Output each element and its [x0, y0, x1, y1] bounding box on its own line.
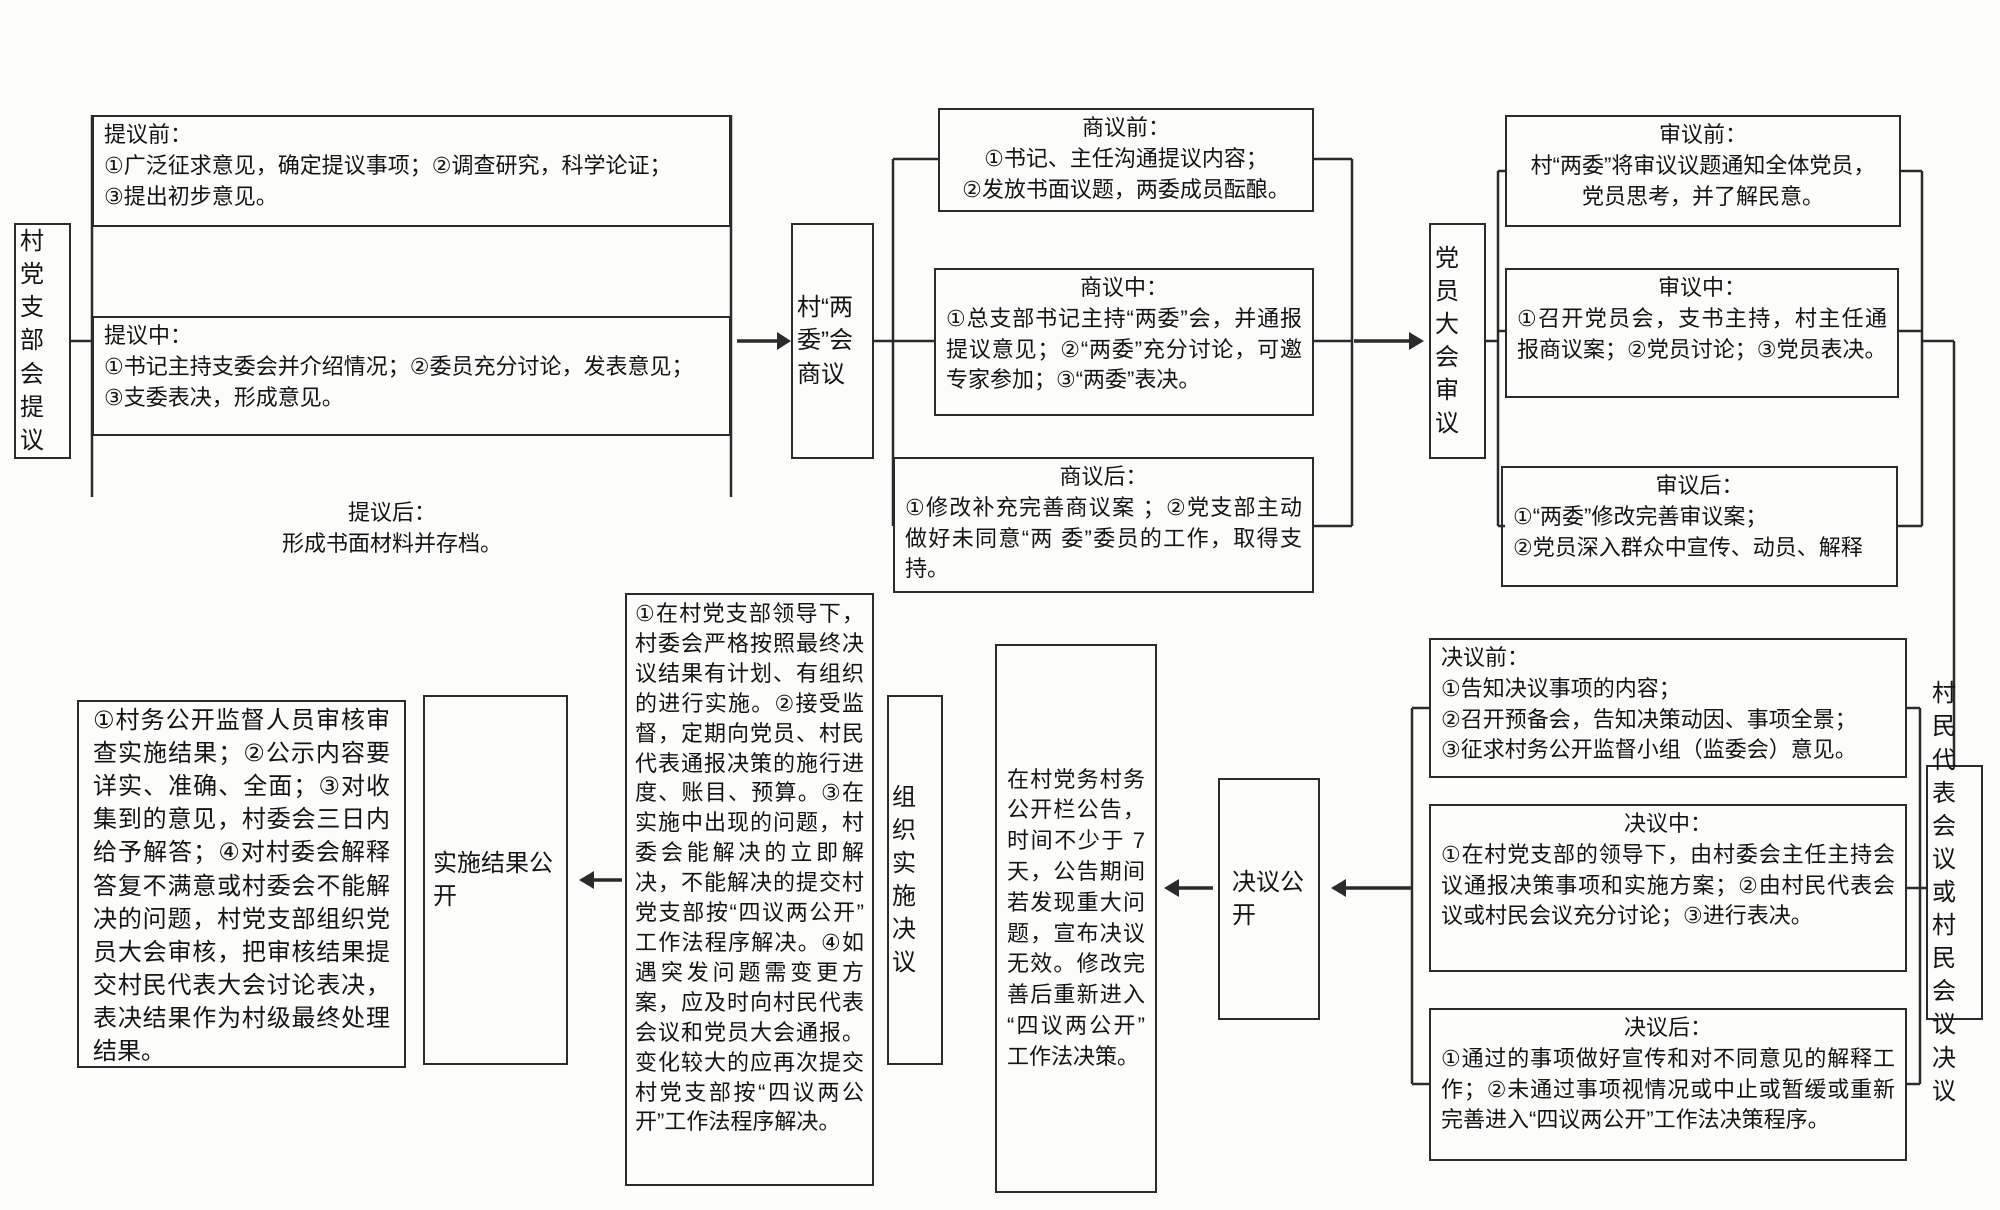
deliberation-during-box: 商议中： ①总支部书记主持“两委”会，并通报提议意见；②“两委”充分讨论，可邀专… — [934, 268, 1314, 416]
box-title: 决议后： — [1623, 1015, 1712, 1040]
box-title: 审议后： — [1655, 473, 1744, 498]
resolution-during-box: 决议中： ①在村党支部的领导下，由村委会主任主持会议通报决策事项和实施方案；②由… — [1429, 804, 1907, 972]
box-line: ②发放书面议题，两委成员酝酿。 — [962, 176, 1290, 202]
stage-disclosure-label: 决议公开 — [1232, 868, 1304, 929]
stage-proposal-label: 村党支部会提议 — [20, 228, 44, 454]
deliberation-after-box: 商议后： ①修改补充完善商议案 ；②党支部主动做好未同意“两 委”委员的工作，取… — [893, 457, 1314, 593]
box-title: 审议中： — [1657, 275, 1746, 300]
stage-implementation-label-box: 组织实施决议 — [887, 695, 943, 1065]
proposal-after-note: 提议后： 形成书面材料并存档。 — [92, 495, 692, 571]
review-before-box: 审议前： 村“两委”将审议议题通知全体党员， 党员思考，并了解民意。 — [1505, 115, 1901, 227]
stage-review-label: 党员大会审议 — [1435, 244, 1459, 438]
box-title: 商议后： — [1059, 464, 1148, 489]
box-body: ①召开党员会，支书主持，村主任通报商议案；②党员讨论；③党员表决。 — [1517, 305, 1887, 362]
stage-deliberation-label-box: 村“两委”会商议 — [791, 223, 874, 459]
stage-result-disclosure-label-box: 实施结果公开 — [423, 695, 568, 1065]
disclosure-notice-box: 在村党务村务公开栏公告，时间不少于 7 天，公告期间若发现重大问题，宣布决议无效… — [995, 644, 1157, 1193]
stage-implementation-label: 组织实施决议 — [892, 783, 916, 977]
deliberation-before-box: 商议前： ①书记、主任沟通提议内容； ②发放书面议题，两委成员酝酿。 — [938, 108, 1314, 212]
box-line: 形成书面材料并存档。 — [281, 530, 502, 556]
box-line: ①告知决议事项的内容； — [1441, 675, 1681, 701]
box-title: 商议前： — [1081, 115, 1170, 140]
stage-result-disclosure-label: 实施结果公开 — [433, 849, 553, 910]
box-line: ①书记主持支委会并介绍情况；②委员充分讨论，发表意见； — [104, 353, 694, 379]
box-title: 商议中： — [1079, 275, 1168, 300]
stage-review-label-box: 党员大会审议 — [1429, 223, 1486, 459]
bracket-lines — [70, 115, 1956, 1086]
stage-deliberation-label: 村“两委”会商议 — [797, 294, 853, 388]
stage-resolution-label-box: 村民代表会议或村民会议决议 — [1926, 680, 1983, 1105]
box-title: 审议前： — [1658, 122, 1747, 147]
box-line: ③支委表决，形成意见。 — [104, 384, 344, 410]
review-during-box: 审议中： ①召开党员会，支书主持，村主任通报商议案；②党员讨论；③党员表决。 — [1505, 268, 1899, 398]
box-line: 村“两委”将审议议题通知全体党员， — [1530, 152, 1876, 178]
box-title: 决议前： — [1441, 645, 1530, 670]
box-body: ①在村党支部领导下，村委会严格按照最终决议结果有计划、有组织的进行实施。②接受监… — [635, 601, 864, 1135]
arrow-right-icon — [737, 332, 1424, 350]
review-after-box: 审议后： ①“两委”修改完善审议案； ②党员深入群众中宣传、动员、解释 — [1501, 466, 1898, 587]
box-title: 提议中： — [104, 323, 193, 348]
box-line: ①广泛征求意见，确定提议事项；②调查研究，科学论证； — [104, 152, 672, 178]
resolution-before-box: 决议前： ①告知决议事项的内容； ②召开预备会，告知决策动因、事项全景； ③征求… — [1429, 638, 1907, 778]
proposal-before-box: 提议前： ①广泛征求意见，确定提议事项；②调查研究，科学论证； ③提出初步意见。 — [92, 115, 731, 227]
arrow-left-icon — [579, 871, 1412, 897]
stage-disclosure-label-box: 决议公开 — [1218, 778, 1320, 1020]
box-body: ①通过的事项做好宣传和对不同意见的解释工作；②未通过事项视情况或中止或暂缓或重新… — [1441, 1045, 1895, 1133]
resolution-after-box: 决议后： ①通过的事项做好宣传和对不同意见的解释工作；②未通过事项视情况或中止或… — [1429, 1008, 1907, 1161]
box-title: 决议中： — [1623, 811, 1712, 836]
box-title: 提议后： — [347, 500, 436, 525]
box-line: ②召开预备会，告知决策动因、事项全景； — [1441, 706, 1857, 732]
result-review-box: ①村务公开监督人员审核审查实施结果；②公示内容要详实、准确、全面；③对收集到的意… — [77, 700, 406, 1068]
box-body: 在村党务村务公开栏公告，时间不少于 7 天，公告期间若发现重大问题，宣布决议无效… — [1007, 766, 1145, 1069]
box-line: 党员思考，并了解民意。 — [1581, 183, 1824, 209]
box-body: ①在村党支部的领导下，由村委会主任主持会议通报决策事项和实施方案；②由村民代表会… — [1441, 841, 1895, 929]
box-body: ①总支部书记主持“两委”会，并通报提议意见；②“两委”充分讨论，可邀专家参加；③… — [946, 305, 1302, 393]
box-body: ①修改补充完善商议案 ；②党支部主动做好未同意“两 委”委员的工作，取得支持。 — [905, 494, 1302, 582]
box-line: ②党员深入群众中宣传、动员、解释 — [1513, 534, 1863, 560]
box-line: ③征求村务公开监督小组（监委会）意见。 — [1441, 737, 1857, 763]
box-line: ①书记、主任沟通提议内容； — [984, 145, 1268, 171]
box-line: ③提出初步意见。 — [104, 183, 278, 209]
proposal-during-box: 提议中： ①书记主持支委会并介绍情况；②委员充分讨论，发表意见； ③支委表决，形… — [92, 316, 731, 436]
stage-resolution-label: 村民代表会议或村民会议决议 — [1932, 680, 1956, 1105]
implementation-detail-box: ①在村党支部领导下，村委会严格按照最终决议结果有计划、有组织的进行实施。②接受监… — [625, 593, 874, 1186]
box-line: ①“两委”修改完善审议案； — [1513, 503, 1768, 529]
stage-proposal-label-box: 村党支部会提议 — [14, 223, 71, 459]
box-title: 提议前： — [104, 122, 193, 147]
box-body: ①村务公开监督人员审核审查实施结果；②公示内容要详实、准确、全面；③对收集到的意… — [93, 707, 390, 1066]
